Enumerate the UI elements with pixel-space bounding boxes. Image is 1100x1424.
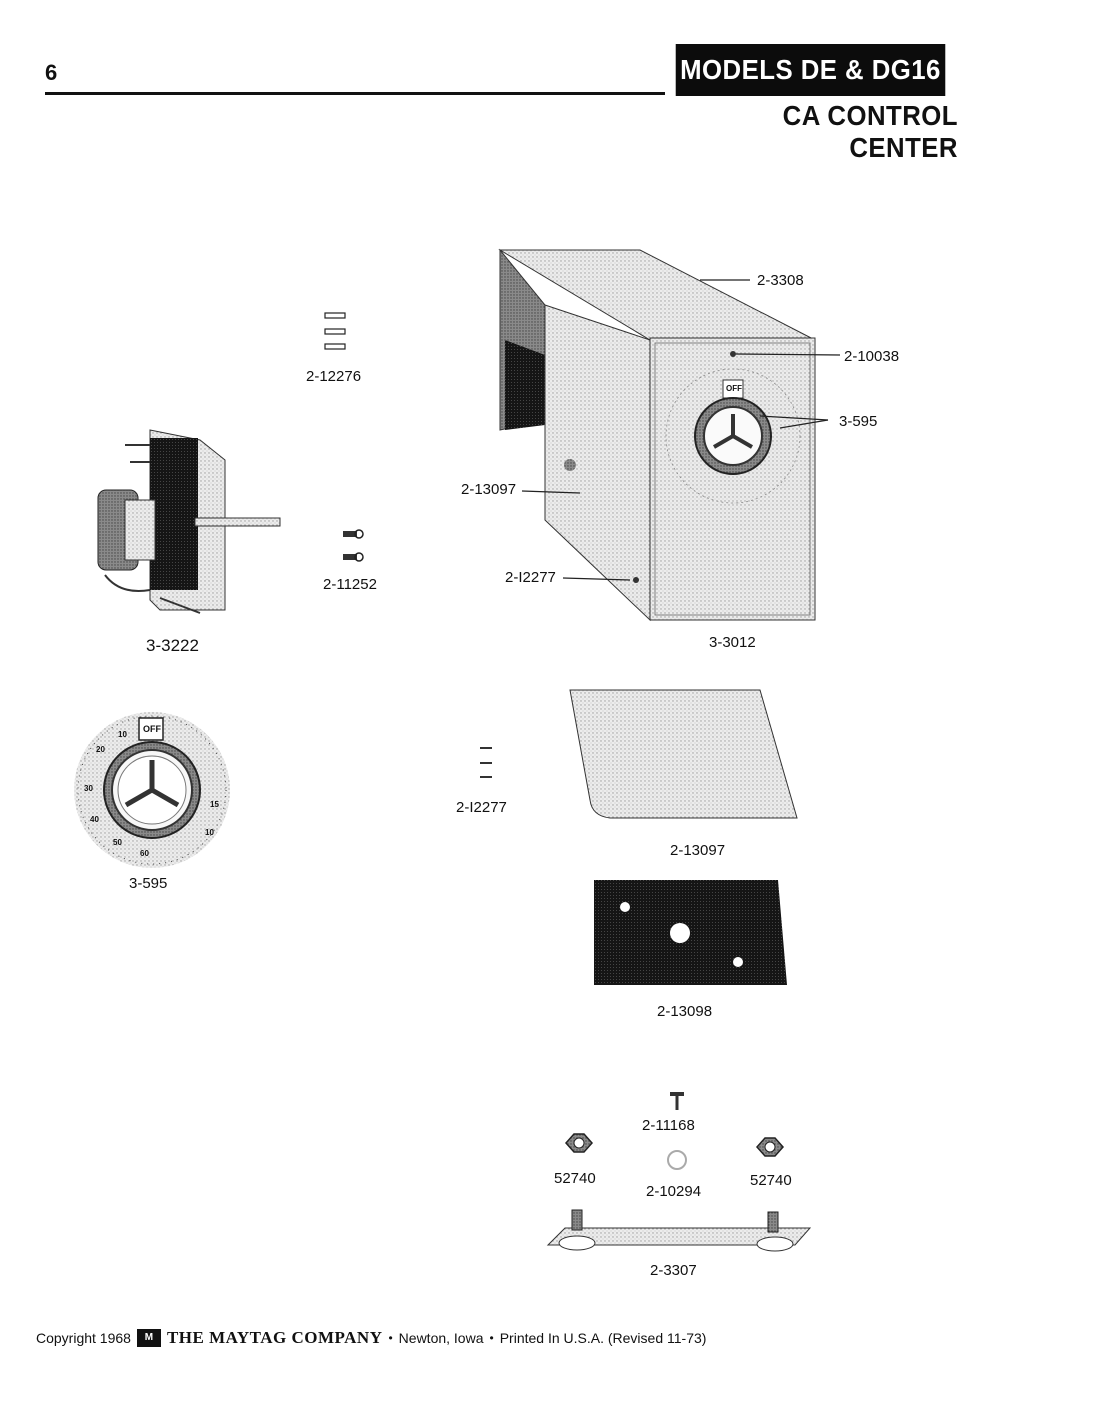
dial-mark-30: 30 [84,784,93,793]
footer-bullet-2: • [489,1331,494,1345]
nut-52740-left [564,1133,594,1153]
label-2-12276: 2-12276 [306,368,362,385]
label-2-13098: 2-13098 [657,1003,713,1020]
label-2-10294: 2-10294 [646,1183,702,1200]
screws-11252 [343,529,364,562]
footer-printed: Printed In U.S.A. (Revised 11-73) [499,1330,707,1346]
label-2-3307: 2-3307 [650,1262,697,1279]
label-52740-right: 52740 [750,1172,792,1189]
knob-dial-3-595 [74,712,230,868]
dial-mark-15: 15 [210,800,219,809]
bracket-2-3307 [546,1209,812,1252]
label-52740-left: 52740 [554,1170,596,1187]
label-2-11252: 2-11252 [323,576,377,593]
dial-mark-10: 10 [118,730,127,739]
models-title: MODELS DE & DG16 [675,44,946,96]
label-3-595-callout: 3-595 [839,413,878,430]
dial-mark-60: 60 [140,849,149,858]
section-subtitle: CA CONTROL CENTER [782,100,958,163]
label-2-12277-screws: 2-I2277 [456,799,507,816]
insulation-2-13098 [594,880,787,985]
label-2-10038: 2-10038 [844,348,900,365]
copyright-text: Copyright 1968 [36,1330,131,1346]
header-rule [45,92,665,95]
footer: Copyright 1968 M THE MAYTAG COMPANY • Ne… [36,1328,706,1348]
switch-3222 [97,429,281,614]
maytag-logo: M [136,1329,161,1347]
washer-2-10294 [667,1150,687,1170]
label-3-595-knob: 3-595 [129,875,168,892]
footer-bullet-1: • [388,1331,393,1345]
knob-off-label: OFF [143,724,161,734]
company-name: THE MAYTAG COMPANY [166,1328,383,1347]
dial-mark-50: 50 [113,838,122,847]
label-2-3308: 2-3308 [757,272,804,289]
screws-12277 [480,747,492,778]
label-2-11168: 2-11168 [642,1117,695,1134]
label-2-13097-panel: 2-13097 [670,842,726,859]
nut-52740-right [755,1137,785,1157]
dial-mark-10b: 10 [205,828,214,837]
screws-12276 [324,312,346,350]
label-2-12277-callout: 2-I2277 [505,569,556,586]
page-number: 6 [45,60,58,85]
panel-2-13097 [569,689,798,819]
screw-2-11168 [670,1092,684,1110]
label-3-3012: 3-3012 [709,634,756,651]
control-center-3-3012 [498,248,816,622]
housing-off-label: OFF [726,384,742,393]
label-3-3222: 3-3222 [146,636,199,655]
footer-location: Newton, Iowa [398,1330,484,1346]
dial-mark-20: 20 [96,745,105,754]
dial-mark-40: 40 [90,815,99,824]
leader-lines [521,279,841,581]
label-2-13097-callout: 2-13097 [461,481,517,498]
